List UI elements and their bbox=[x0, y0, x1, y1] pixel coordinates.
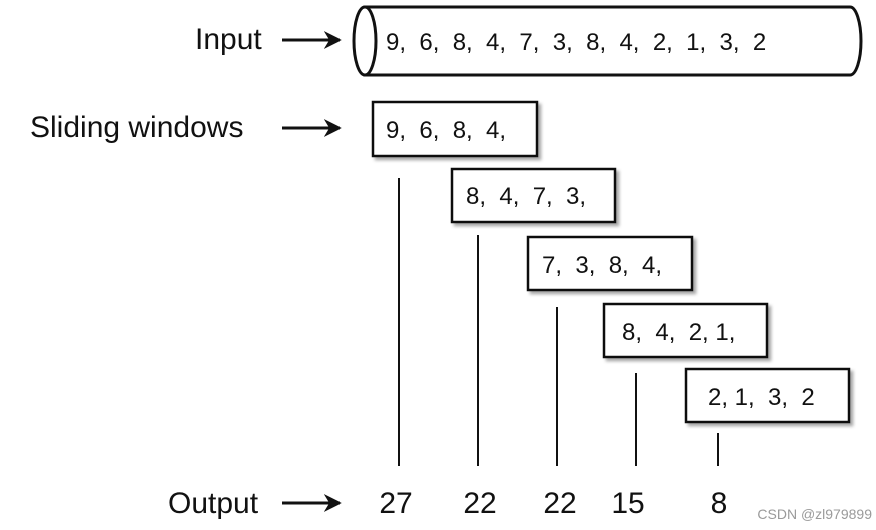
window-values: 7, 3, 8, 4, bbox=[542, 252, 662, 279]
input-pipe-body bbox=[363, 5, 863, 77]
output-label: Output bbox=[168, 487, 259, 520]
window-box-frame bbox=[602, 302, 769, 359]
watermark: CSDN @zl979899 bbox=[757, 506, 872, 522]
window-box: 8, 4, 2, 1, bbox=[602, 302, 769, 359]
input-sequence-text: 9, 6, 8, 4, 7, 3, 8, 4, 2, 1, 3, 2 bbox=[386, 29, 766, 56]
window-box: 2, 1, 3, 2 bbox=[684, 367, 851, 424]
window-box: 8, 4, 7, 3, bbox=[450, 167, 617, 224]
output-value: 22 bbox=[463, 487, 496, 520]
output-value: 22 bbox=[543, 487, 576, 520]
output-value: 15 bbox=[611, 487, 644, 520]
input-pipe: 9, 6, 8, 4, 7, 3, 8, 4, 2, 1, 3, 2 bbox=[352, 5, 863, 77]
window-box-frame bbox=[450, 167, 617, 224]
input-pipe-end bbox=[352, 5, 378, 77]
window-values: 2, 1, 3, 2 bbox=[708, 384, 815, 411]
window-values: 8, 4, 7, 3, bbox=[466, 183, 586, 210]
input-label: Input bbox=[195, 23, 262, 56]
sliding-windows-label: Sliding windows bbox=[30, 111, 243, 144]
window-box-frame bbox=[526, 235, 694, 292]
window-box-frame bbox=[684, 367, 851, 424]
window-box: 7, 3, 8, 4, bbox=[526, 235, 694, 292]
window-box: 9, 6, 8, 4, bbox=[371, 100, 539, 158]
window-values: 8, 4, 2, 1, bbox=[622, 319, 735, 346]
output-value: 8 bbox=[711, 487, 728, 520]
window-values: 9, 6, 8, 4, bbox=[386, 117, 506, 144]
window-box-frame bbox=[371, 100, 539, 158]
output-value: 27 bbox=[379, 487, 412, 520]
